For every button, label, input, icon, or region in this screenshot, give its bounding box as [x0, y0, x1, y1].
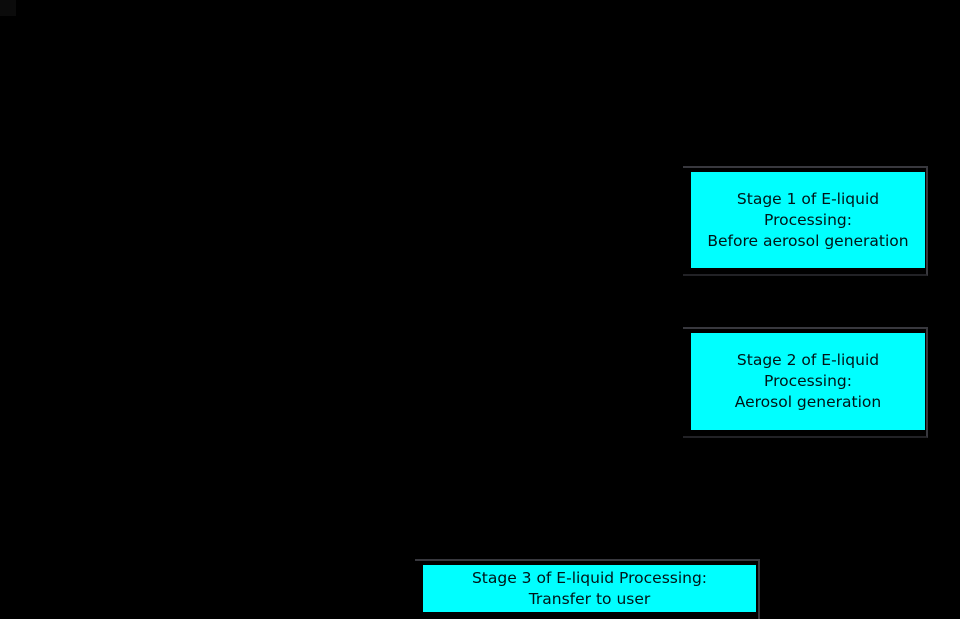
- stage-3-line-2: Transfer to user: [528, 589, 651, 608]
- stage-1-box: Stage 1 of E-liquid Processing: Before a…: [691, 172, 925, 268]
- stage-1-line-1: Stage 1 of E-liquid: [736, 189, 880, 208]
- stage-1-outline: [683, 166, 928, 276]
- stage-1-line-2: Processing:: [764, 210, 852, 229]
- stage-2-box: Stage 2 of E-liquid Processing: Aerosol …: [691, 333, 925, 430]
- stage-2-line-3: Aerosol generation: [734, 393, 882, 411]
- stage-3-line-1: Stage 3 of E-liquid Processing:: [471, 568, 708, 587]
- stage-2-line-2: Processing:: [764, 372, 852, 390]
- stage-2-line-1: Stage 2 of E-liquid: [736, 351, 880, 369]
- stage-3-box: Stage 3 of E-liquid Processing: Transfer…: [423, 565, 756, 612]
- corner-artifact: [0, 0, 16, 16]
- stage-3-outline: [415, 559, 760, 619]
- stage-2-outline: [683, 327, 928, 438]
- stage-1-line-3: Before aerosol generation: [707, 231, 909, 250]
